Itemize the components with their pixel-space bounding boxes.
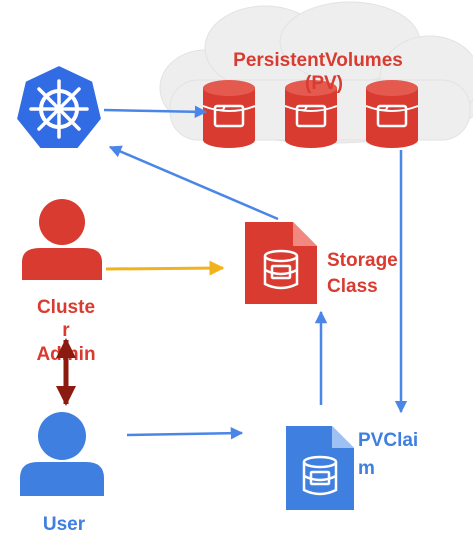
document-database-icon	[286, 426, 354, 510]
cluster-admin-node: Cluste r Admin	[22, 199, 102, 365]
pv-label-line1: PersistentVolumes	[233, 50, 403, 71]
storage-drum-icon	[365, 80, 419, 148]
storage-class-node: Storage Class	[245, 222, 398, 304]
pv-claim-node: PVClai m	[286, 426, 418, 510]
person-icon	[20, 412, 104, 496]
pv-claim-label-line2: m	[358, 458, 375, 479]
storage-drum-icon	[284, 80, 338, 148]
cluster-admin-label-line1: Cluste	[37, 297, 95, 318]
storage-class-label-line2: Class	[327, 276, 378, 297]
edge-kubernetes-to-pv	[103, 105, 208, 119]
kubernetes-helm-icon	[14, 63, 104, 150]
user-node: User	[20, 412, 104, 535]
user-label: User	[43, 514, 86, 535]
cluster-admin-label-line2: r	[62, 320, 70, 341]
pv-claim-label-line1: PVClai	[358, 430, 418, 451]
persistent-volumes-node: PersistentVolumes (PV)	[159, 1, 473, 148]
kubernetes-node	[14, 63, 104, 150]
person-icon	[22, 199, 102, 280]
edge-cluster-admin-to-storage-class	[105, 260, 225, 276]
edge-storage-class-to-kubernetes	[108, 145, 279, 221]
edges	[56, 105, 408, 440]
pv-label-line2: (PV)	[305, 73, 343, 94]
storage-drum-icon	[202, 80, 256, 148]
edge-user-to-pv-claim	[126, 426, 244, 440]
storage-class-label-line1: Storage	[327, 250, 398, 271]
document-database-icon	[245, 222, 317, 304]
